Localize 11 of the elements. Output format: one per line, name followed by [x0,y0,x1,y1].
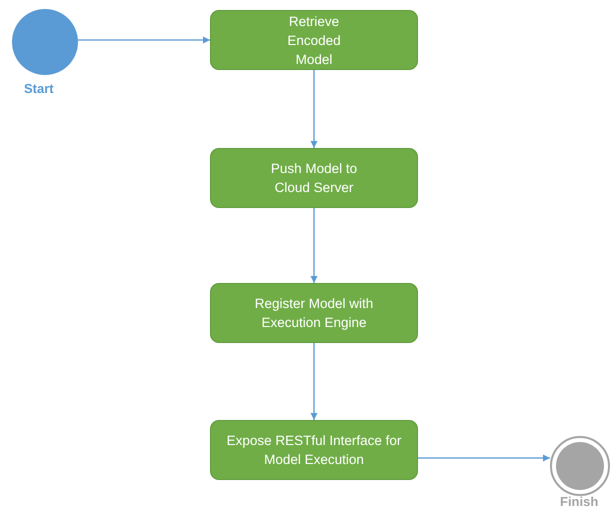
node-caption: Finish [560,495,598,509]
arrow [310,343,318,420]
arrow [418,454,550,462]
arrow [78,36,210,44]
process-box: Register Model with Execution Engine [210,283,418,343]
process-box: Expose RESTful Interface for Model Execution [210,420,418,480]
arrow [310,70,318,148]
process-box: Retrieve Encoded Model [210,10,418,70]
process-box: Push Model to Cloud Server [210,148,418,208]
arrow [310,208,318,283]
node-caption: Start [24,82,54,96]
